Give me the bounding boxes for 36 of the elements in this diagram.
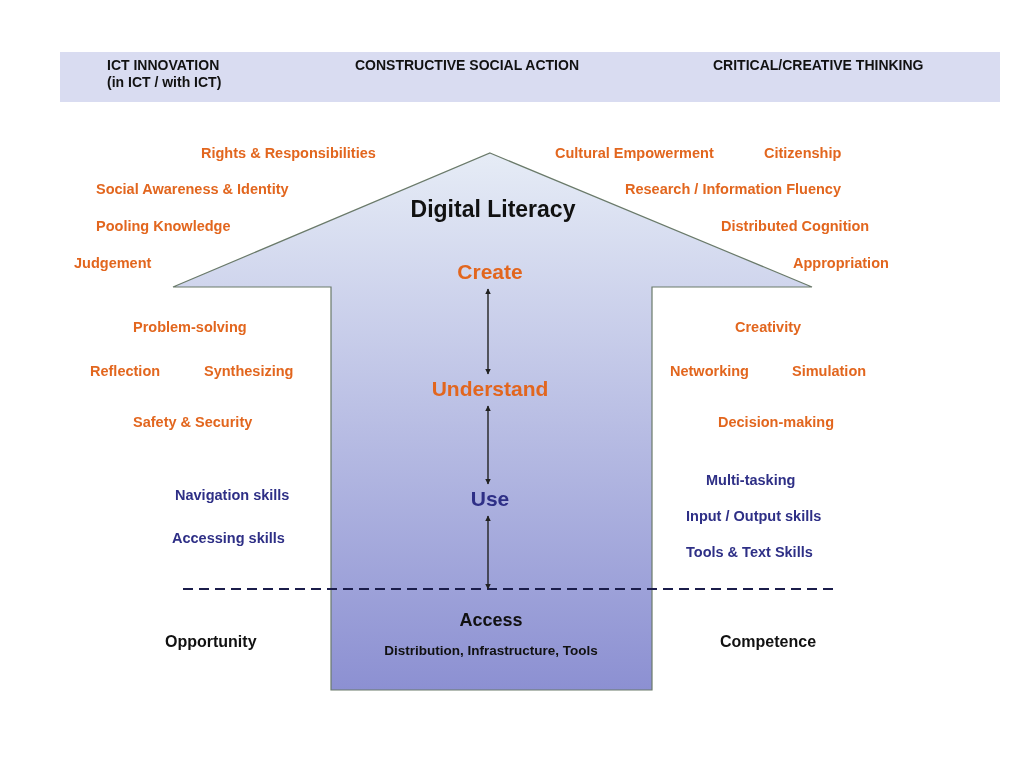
header-text: ICT INNOVATION (in ICT / with ICT)	[107, 57, 223, 91]
competency-label: Cultural Empowerment	[555, 145, 714, 163]
competency-label: Judgement	[74, 255, 152, 273]
competency-label: Networking	[670, 363, 749, 381]
competency-label: Simulation	[792, 363, 867, 381]
double-arrow	[485, 288, 491, 375]
skill-label: Accessing skills	[172, 530, 285, 548]
stage-label: Access	[459, 610, 523, 631]
competency-label: Rights & Responsibilities	[201, 145, 376, 163]
competency-label: Problem-solving	[133, 319, 247, 337]
skill-label: Navigation skills	[175, 487, 290, 505]
header-text: CRITICAL/CREATIVE THINKING	[713, 57, 924, 74]
competency-label: Reflection	[90, 363, 161, 381]
stage-label: Create	[456, 260, 524, 284]
skill-label: Input / Output skills	[686, 508, 822, 526]
stage-description: Distribution, Infrastructure, Tools	[384, 643, 598, 658]
competency-label: Appropriation	[793, 255, 889, 273]
competency-label: Distributed Cognition	[721, 218, 870, 236]
skill-label: Tools & Text Skills	[686, 544, 813, 562]
stage-label: Use	[469, 487, 511, 511]
header-text: CONSTRUCTIVE SOCIAL ACTION	[355, 57, 579, 74]
competency-label: Pooling Knowledge	[96, 218, 231, 236]
competency-label: Decision-making	[718, 414, 835, 432]
competency-label: Safety & Security	[133, 414, 253, 432]
competency-label: Citizenship	[764, 145, 842, 163]
double-arrow	[485, 515, 491, 590]
arrow-label: Digital Literacy	[409, 196, 577, 223]
competency-label: Creativity	[735, 319, 802, 337]
competency-label: Synthesizing	[204, 363, 294, 381]
axis-label: Opportunity	[165, 632, 257, 652]
axis-label: Competence	[720, 632, 817, 652]
stage-label: Understand	[430, 377, 550, 401]
competency-label: Social Awareness & Identity	[96, 181, 289, 199]
competency-label: Research / Information Fluency	[625, 181, 841, 199]
double-arrow	[485, 405, 491, 485]
skill-label: Multi-tasking	[706, 472, 796, 490]
